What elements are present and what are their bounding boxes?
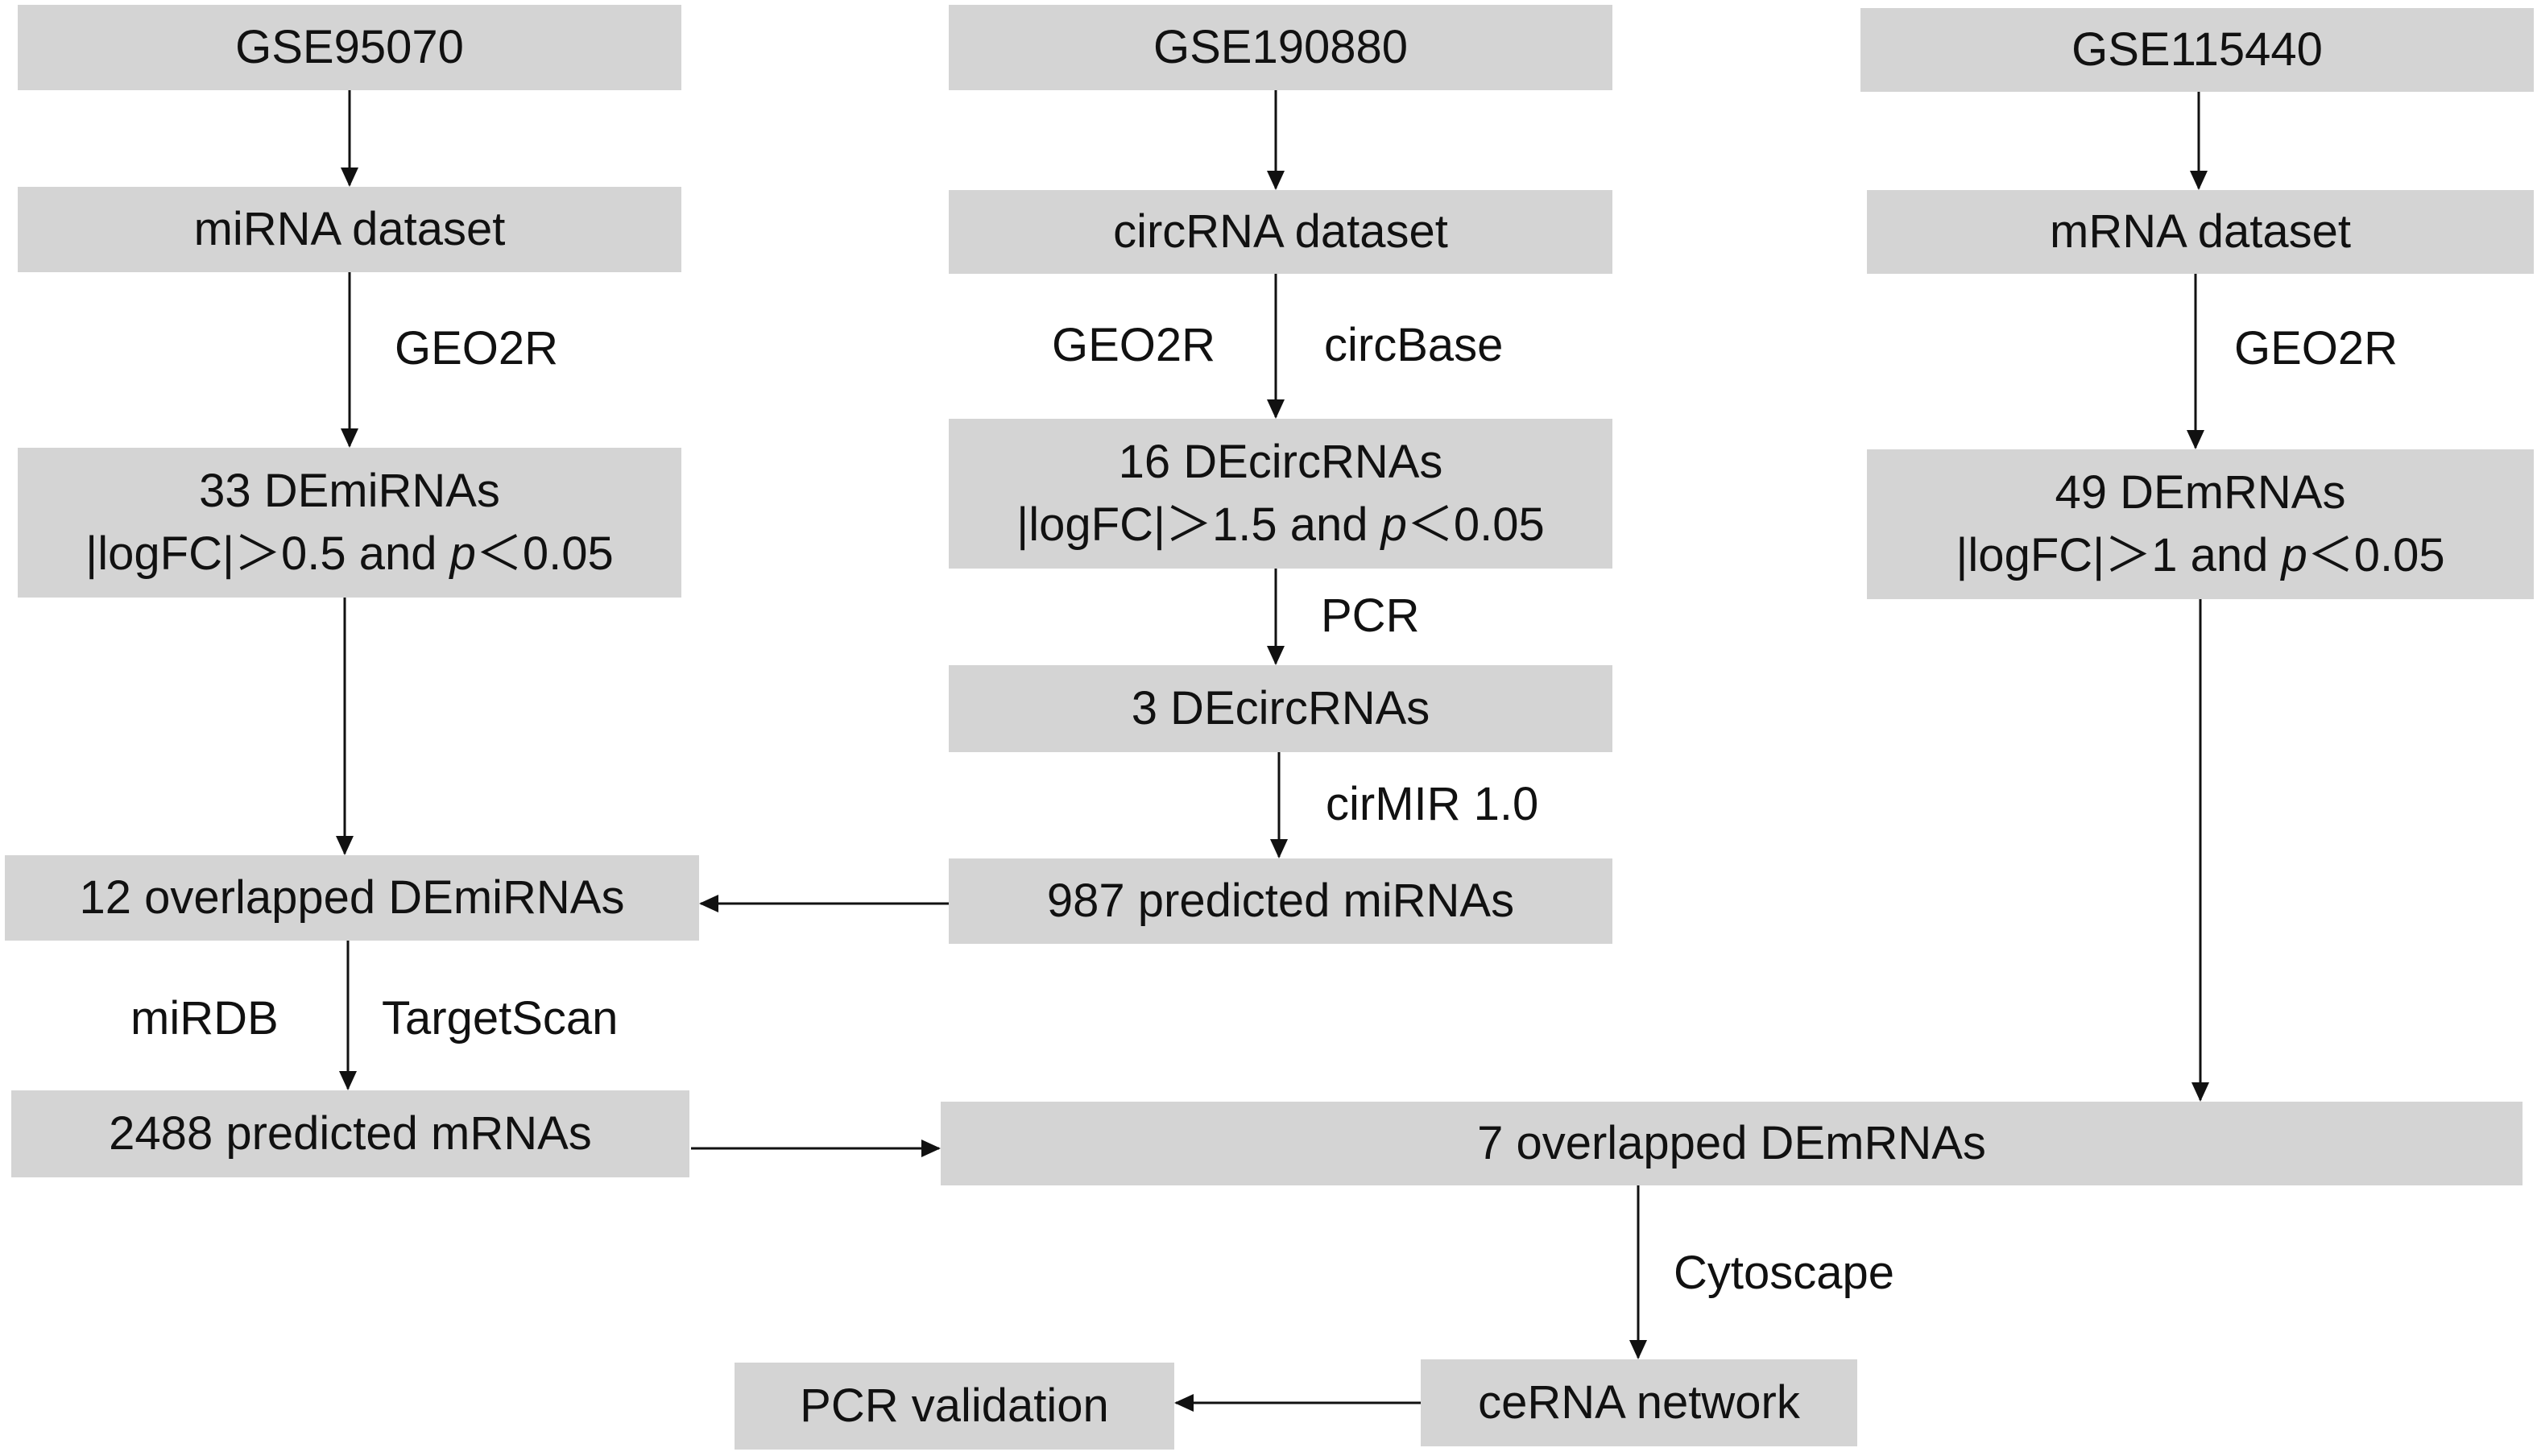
node-gse115440: GSE115440 — [1860, 8, 2534, 92]
node-demrnas-line1: 49 DEmRNAs — [2055, 466, 2346, 519]
node-demirnas-line2: |logFC|＞0.5 and p＜0.05 — [85, 523, 614, 585]
node-gse115440-label: GSE115440 — [2071, 23, 2323, 76]
node-demrnas-p: p — [2281, 529, 2307, 581]
node-predicted-mrnas: 2488 predicted mRNAs — [11, 1090, 689, 1177]
edge-label-cirmir: cirMIR 1.0 — [1326, 778, 1539, 830]
edge-label-geo2r-mrna: GEO2R — [2234, 322, 2398, 374]
node-gse95070: GSE95070 — [18, 5, 681, 90]
edge-label-targetscan: TargetScan — [382, 992, 619, 1044]
edge-label-pcr: PCR — [1321, 589, 1420, 642]
node-overlapped-demirnas-label: 12 overlapped DEmiRNAs — [79, 871, 625, 924]
node-cerna-network: ceRNA network — [1421, 1359, 1857, 1446]
node-mrna-dataset-label: mRNA dataset — [2050, 205, 2351, 258]
node-demirnas-threshold: |logFC|＞0.5 and — [85, 527, 450, 580]
edge-label-circbase: circBase — [1324, 319, 1504, 371]
node-demirnas-p: p — [449, 527, 476, 580]
node-decircrnas-16-line1: 16 DEcircRNAs — [1118, 436, 1443, 488]
node-demrnas-pvalue: ＜0.05 — [2307, 529, 2445, 581]
node-demirnas-line1: 33 DEmiRNAs — [199, 465, 500, 517]
node-overlapped-demirnas: 12 overlapped DEmiRNAs — [5, 855, 699, 941]
node-decircrnas-16-line2: |logFC|＞1.5 and p＜0.05 — [1016, 494, 1545, 556]
node-overlapped-demrnas: 7 overlapped DEmRNAs — [941, 1102, 2523, 1185]
node-predicted-mrnas-label: 2488 predicted mRNAs — [109, 1107, 592, 1160]
node-demrnas-line2: |logFC|＞1 and p＜0.05 — [1956, 524, 2444, 587]
node-circrna-dataset-label: circRNA dataset — [1113, 205, 1448, 258]
edge-label-mirdb: miRDB — [130, 992, 279, 1044]
edge-label-geo2r-circ: GEO2R — [1052, 319, 1216, 371]
node-mirna-dataset-label: miRNA dataset — [193, 203, 506, 255]
node-mirna-dataset: miRNA dataset — [18, 187, 681, 272]
node-demirnas-pvalue: ＜0.05 — [475, 527, 614, 580]
node-predicted-mirnas: 987 predicted miRNAs — [949, 858, 1612, 944]
node-pcr-validation: PCR validation — [735, 1363, 1174, 1450]
node-gse95070-label: GSE95070 — [235, 21, 464, 73]
edge-label-geo2r-mirna: GEO2R — [395, 322, 559, 374]
node-overlapped-demrnas-label: 7 overlapped DEmRNAs — [1477, 1117, 1986, 1169]
node-decircrnas-16: 16 DEcircRNAs |logFC|＞1.5 and p＜0.05 — [949, 419, 1612, 569]
node-decircrnas-16-p: p — [1380, 498, 1407, 551]
node-circrna-dataset: circRNA dataset — [949, 190, 1612, 274]
node-demrnas-threshold: |logFC|＞1 and — [1956, 529, 2282, 581]
node-demirnas: 33 DEmiRNAs |logFC|＞0.5 and p＜0.05 — [18, 448, 681, 598]
node-decircrnas-3: 3 DEcircRNAs — [949, 665, 1612, 752]
node-gse190880-label: GSE190880 — [1153, 21, 1409, 73]
node-mrna-dataset: mRNA dataset — [1867, 190, 2534, 274]
edge-label-cytoscape: Cytoscape — [1674, 1247, 1895, 1299]
node-decircrnas-16-threshold: |logFC|＞1.5 and — [1016, 498, 1381, 551]
node-pcr-validation-label: PCR validation — [800, 1379, 1109, 1432]
node-demrnas: 49 DEmRNAs |logFC|＞1 and p＜0.05 — [1867, 449, 2534, 599]
node-decircrnas-3-label: 3 DEcircRNAs — [1131, 682, 1430, 734]
node-gse190880: GSE190880 — [949, 5, 1612, 90]
node-predicted-mirnas-label: 987 predicted miRNAs — [1046, 875, 1515, 927]
node-decircrnas-16-pvalue: ＜0.05 — [1406, 498, 1545, 551]
node-cerna-network-label: ceRNA network — [1478, 1376, 1800, 1429]
